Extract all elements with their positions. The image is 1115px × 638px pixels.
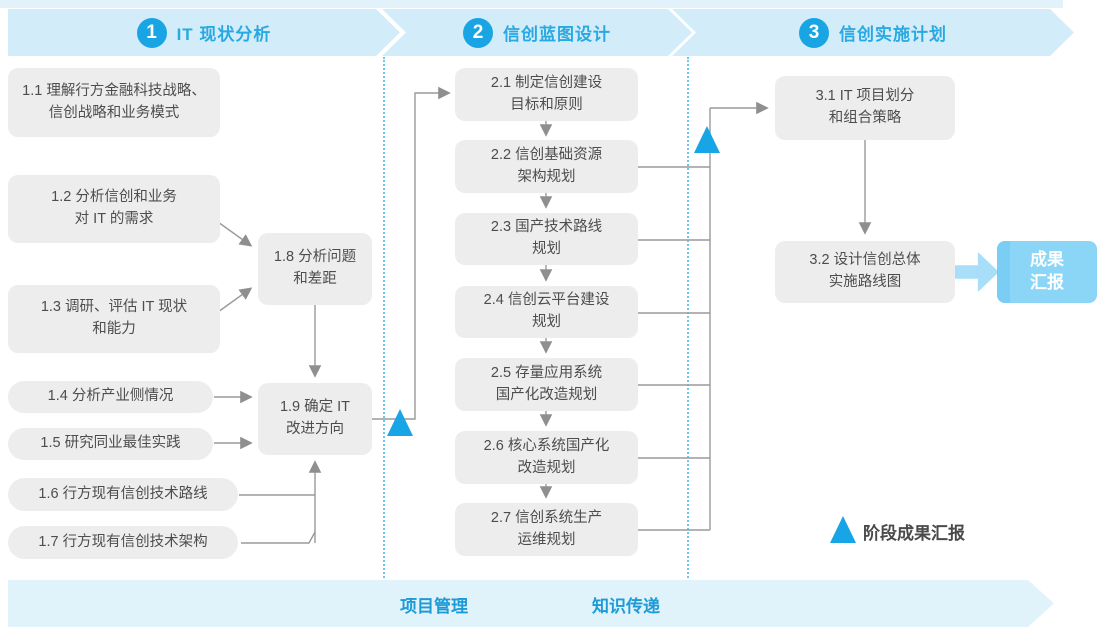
legend-label: 阶段成果汇报 [863, 524, 965, 543]
box-2-3: 2.3 国产技术路线 规划 [455, 213, 638, 265]
phase-1-number-badge: 1 [137, 18, 167, 48]
box-2-4-line1: 2.4 信创云平台建设 [483, 292, 610, 309]
box-2-1: 2.1 制定信创建设 目标和原则 [455, 68, 638, 121]
phase-band-1: 1 IT 现状分析 [8, 9, 400, 56]
box-2-5: 2.5 存量应用系统 国产化改造规划 [455, 358, 638, 411]
box-2-7-line2: 运维规划 [517, 531, 576, 548]
result-box-accent-strip [997, 241, 1010, 303]
box-1-1: 1.1 理解行方金融科技战略、 信创战略和业务模式 [8, 68, 220, 137]
box-1-4-label: 1.4 分析产业侧情况 [47, 388, 174, 405]
box-1-5: 1.5 研究同业最佳实践 [8, 428, 213, 460]
box-1-5-label: 1.5 研究同业最佳实践 [40, 435, 181, 452]
top-accent-strip [0, 0, 1063, 8]
box-2-4-line2: 规划 [532, 314, 561, 330]
box-1-6: 1.6 行方现有信创技术路线 [8, 478, 238, 511]
phase-separator-2-3 [687, 57, 689, 578]
legend-triangle-icon [830, 516, 856, 543]
box-2-6-line1: 2.6 核心系统国产化 [483, 437, 610, 454]
box-3-1-line1: 3.1 IT 项目划分 [815, 88, 915, 105]
box-1-2-line1: 1.2 分析信创和业务 [51, 189, 177, 206]
box-2-3-line2: 规划 [532, 241, 561, 257]
box-2-2-line2: 架构规划 [517, 168, 576, 185]
box-2-6-line2: 改造规划 [517, 459, 576, 476]
milestone-triangle-phase2-icon [694, 126, 720, 153]
box-1-1-line1: 1.1 理解行方金融科技战略、 [22, 82, 206, 99]
result-report-line2: 汇报 [1030, 273, 1064, 292]
box-1-8-line2: 和差距 [293, 271, 337, 287]
phase-band-2: 2 信创蓝图设计 [382, 9, 692, 56]
box-1-3-line2: 和能力 [92, 321, 136, 337]
phase-separator-1-2 [383, 57, 385, 578]
box-2-4: 2.4 信创云平台建设 规划 [455, 286, 638, 338]
box-1-9-line1: 1.9 确定 IT [279, 399, 351, 416]
result-report-line1: 成果 [1030, 250, 1064, 270]
box-1-2: 1.2 分析信创和业务 对 IT 的需求 [8, 175, 220, 243]
bottom-label-project-management: 项目管理 [400, 597, 468, 616]
box-2-7-line1: 2.7 信创系统生产 [490, 509, 603, 526]
bottom-label-knowledge-transfer: 知识传递 [592, 597, 660, 616]
box-1-7: 1.7 行方现有信创技术架构 [8, 526, 238, 559]
box-3-1-line2: 和组合策略 [828, 110, 902, 126]
box-2-5-line1: 2.5 存量应用系统 [490, 364, 603, 381]
box-1-7-label: 1.7 行方现有信创技术架构 [38, 533, 208, 550]
phase-2-number-badge: 2 [463, 18, 493, 48]
box-1-9: 1.9 确定 IT 改进方向 [258, 383, 372, 455]
box-2-5-line2: 国产化改造规划 [495, 386, 598, 403]
box-2-7: 2.7 信创系统生产 运维规划 [455, 503, 638, 556]
result-report-box: 成果 汇报 [997, 241, 1097, 303]
phase-band-3: 3 信创实施计划 [672, 9, 1074, 56]
phase-3-number-badge: 3 [799, 18, 829, 48]
phase-1-title: IT 现状分析 [176, 25, 272, 44]
box-3-2-line2: 实施路线图 [828, 274, 902, 290]
bottom-band [8, 580, 1054, 627]
box-3-2: 3.2 设计信创总体 实施路线图 [775, 241, 955, 303]
box-1-3-line1: 1.3 调研、评估 IT 现状 [40, 299, 188, 316]
milestone-triangle-phase1-icon [387, 409, 413, 436]
box-1-8: 1.8 分析问题 和差距 [258, 233, 372, 305]
box-2-2: 2.2 信创基础资源 架构规划 [455, 140, 638, 193]
box-1-3: 1.3 调研、评估 IT 现状 和能力 [8, 285, 220, 353]
box-2-1-line1: 2.1 制定信创建设 [490, 74, 603, 91]
box-2-2-line1: 2.2 信创基础资源 [490, 146, 603, 163]
box-1-9-line2: 改进方向 [286, 421, 344, 437]
box-1-1-line2: 信创战略和业务模式 [48, 104, 180, 121]
box-2-1-line2: 目标和原则 [510, 96, 583, 113]
box-1-4: 1.4 分析产业侧情况 [8, 381, 213, 413]
box-3-2-line1: 3.2 设计信创总体 [809, 252, 921, 269]
box-2-6: 2.6 核心系统国产化 改造规划 [455, 431, 638, 484]
phase-3-title: 信创实施计划 [839, 25, 947, 44]
box-1-8-line1: 1.8 分析问题 [273, 249, 357, 266]
box-2-3-line1: 2.3 国产技术路线 [490, 219, 603, 236]
box-3-1: 3.1 IT 项目划分 和组合策略 [775, 76, 955, 140]
phase-2-title: 信创蓝图设计 [503, 25, 611, 44]
box-1-2-line2: 对 IT 的需求 [74, 211, 154, 227]
box-1-6-label: 1.6 行方现有信创技术路线 [38, 485, 208, 502]
